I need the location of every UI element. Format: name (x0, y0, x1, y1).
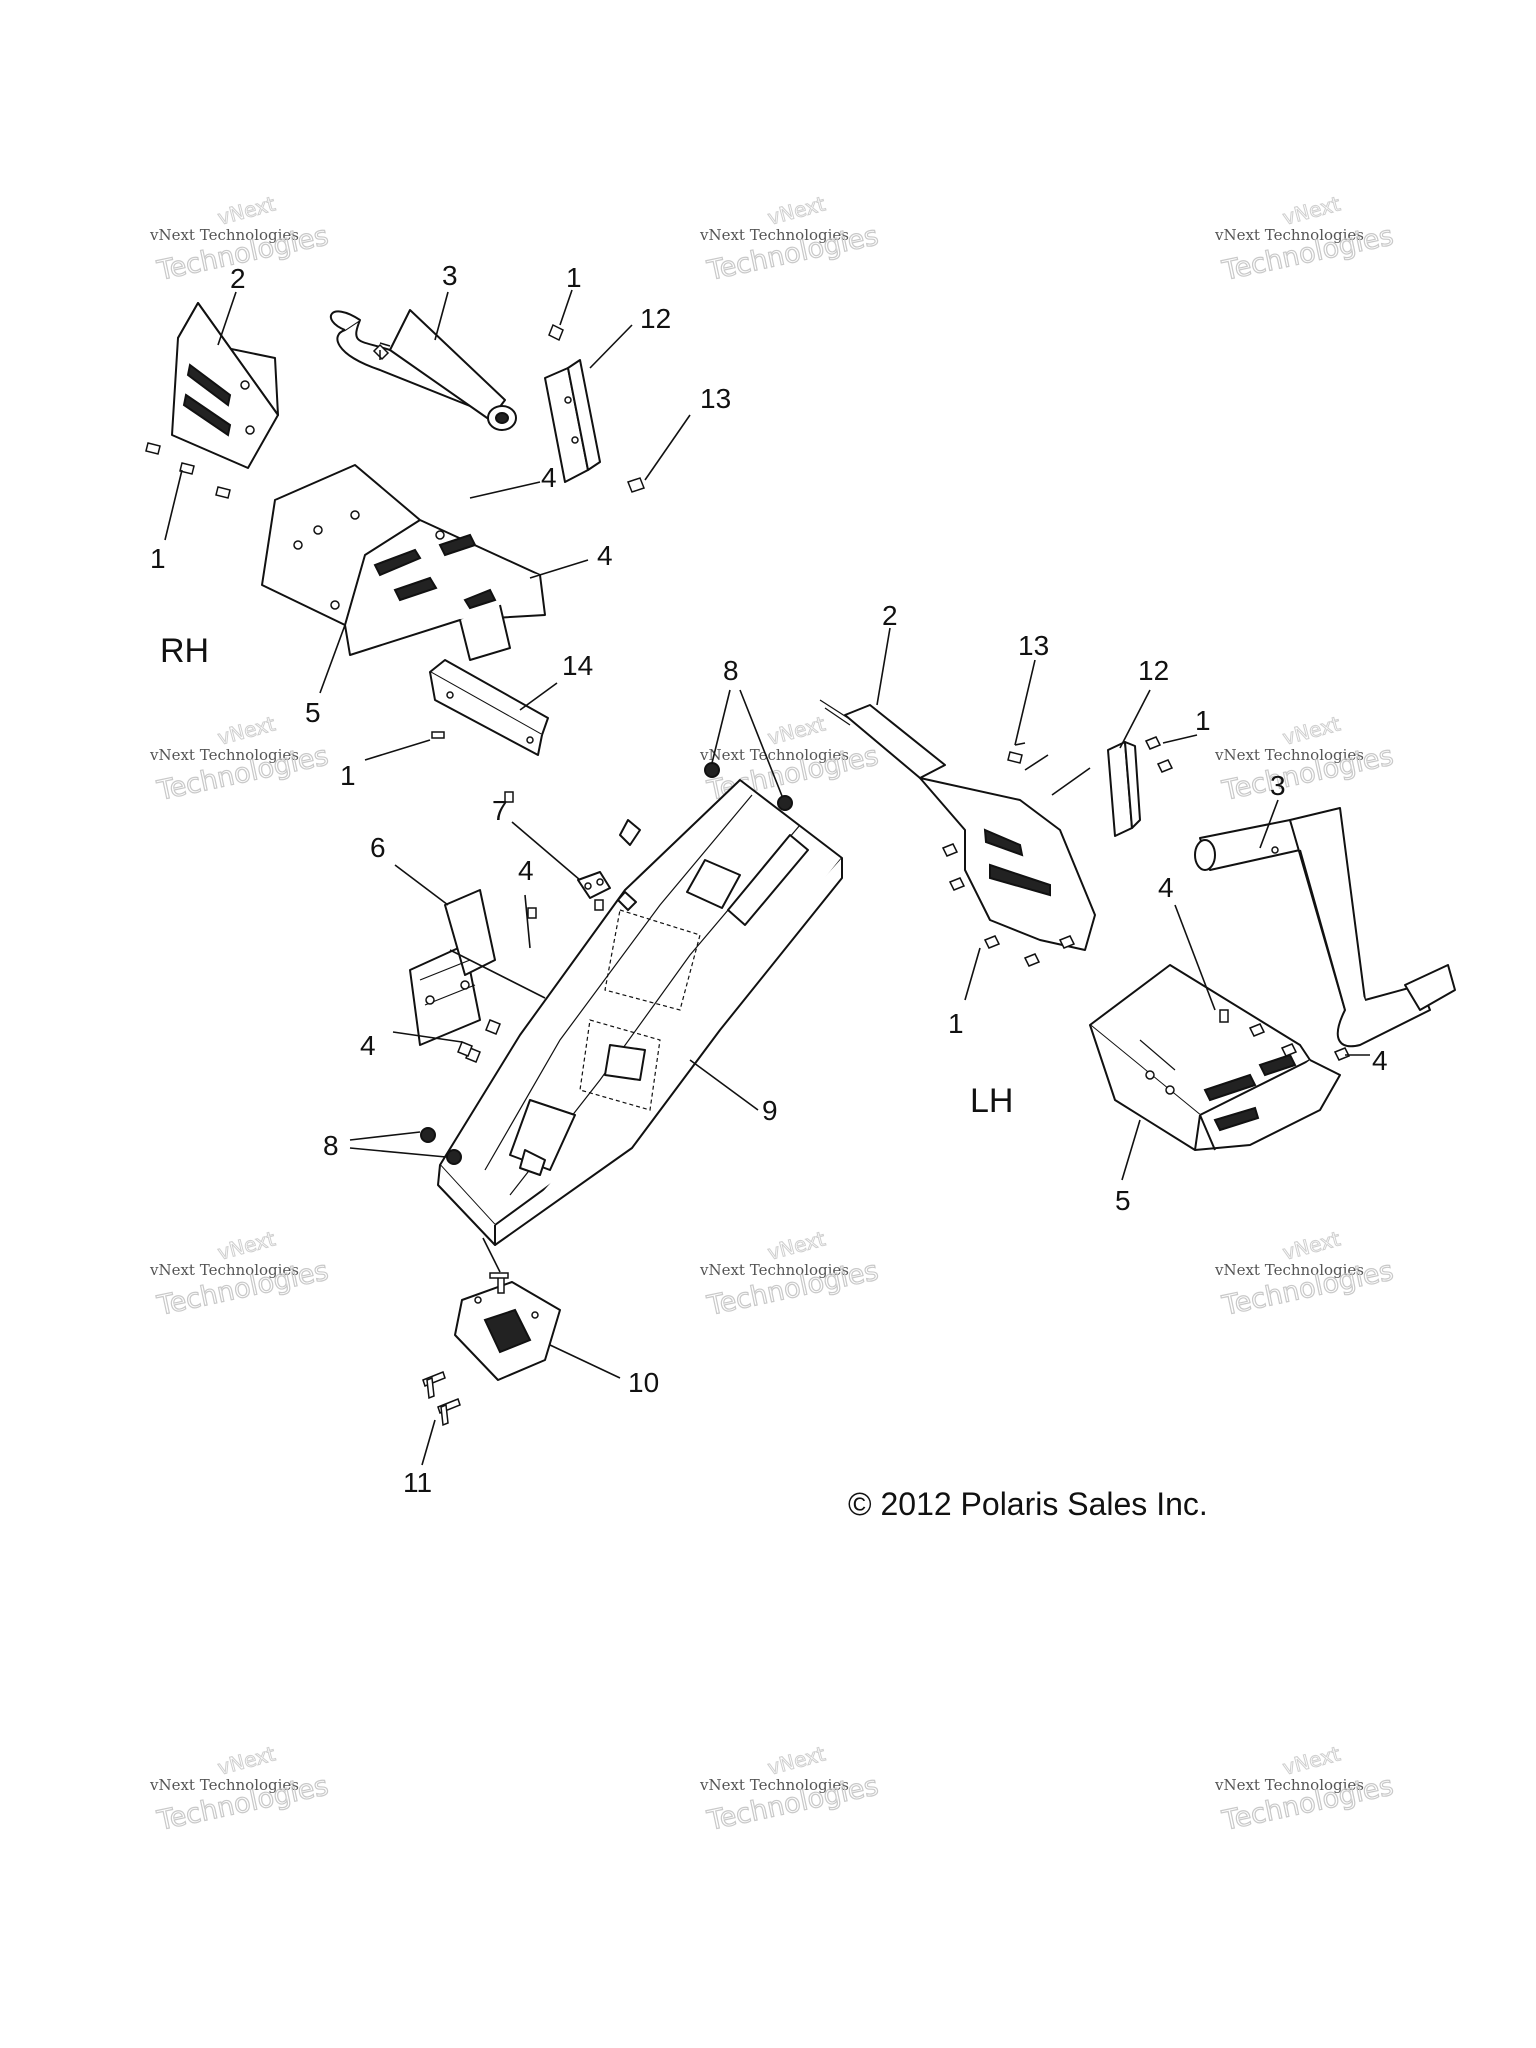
callout-11: 11 (403, 1467, 432, 1498)
callout-rh-1-bottom: 1 (340, 760, 356, 791)
svg-text:vNext: vNext (765, 191, 828, 229)
callout-lh-13: 13 (1018, 630, 1049, 661)
callout-rh-5: 5 (305, 697, 321, 728)
rivets-part-11 (422, 1371, 461, 1427)
svg-text:vNext: vNext (765, 1226, 828, 1264)
svg-text:vNext Technologies: vNext Technologies (149, 746, 299, 764)
callout-rh-14: 14 (562, 650, 593, 681)
callout-lh-12: 12 (1138, 655, 1169, 686)
svg-text:vNext Technologies: vNext Technologies (149, 226, 299, 244)
lh-bracket-part-2 (819, 699, 1096, 951)
watermark: vNext vNext Technologies Technologies (1214, 1226, 1397, 1323)
svg-text:vNext Technologies: vNext Technologies (1214, 226, 1364, 244)
callout-lh-4-right: 4 (1372, 1045, 1388, 1076)
watermark: vNext vNext Technologies Technologies (149, 711, 332, 808)
svg-text:vNext: vNext (765, 711, 828, 749)
svg-text:vNext Technologies: vNext Technologies (1214, 1776, 1364, 1794)
watermark: vNext vNext Technologies Technologies (149, 1741, 332, 1838)
callout-6: 6 (370, 832, 386, 863)
callout-rh-13: 13 (700, 383, 731, 414)
svg-text:vNext: vNext (1280, 1226, 1343, 1264)
watermark: vNext vNext Technologies Technologies (1214, 191, 1397, 288)
callout-lh-5: 5 (1115, 1185, 1131, 1216)
callout-lh-1-bottom: 1 (948, 1008, 964, 1039)
callout-7: 7 (492, 795, 508, 826)
watermark: vNext vNext Technologies Technologies (699, 191, 882, 288)
watermark: vNext vNext Technologies Technologies (1214, 711, 1397, 808)
svg-text:vNext: vNext (215, 191, 278, 229)
watermark: vNext vNext Technologies Technologies (699, 1226, 882, 1323)
watermark: vNext vNext Technologies Technologies (1214, 1741, 1397, 1838)
callout-lh-4-top: 4 (1158, 872, 1174, 903)
rh-tube-part-3 (329, 309, 517, 431)
lh-label: LH (970, 1082, 1013, 1120)
rh-label: RH (160, 632, 209, 670)
svg-text:vNext Technologies: vNext Technologies (149, 1776, 299, 1794)
callout-rh-2: 2 (230, 263, 246, 294)
svg-text:vNext: vNext (215, 711, 278, 749)
svg-text:vNext: vNext (215, 1741, 278, 1779)
callout-rh-4-mid: 4 (597, 540, 613, 571)
svg-text:vNext Technologies: vNext Technologies (699, 1261, 849, 1279)
callout-4-center-left: 4 (360, 1030, 376, 1061)
tunnel-part-9 (437, 779, 843, 1246)
leader-lines (164, 289, 1370, 1466)
rh-bracket-part-2 (171, 302, 279, 469)
svg-text:vNext Technologies: vNext Technologies (1214, 1261, 1364, 1279)
lh-tube-part-3 (1194, 807, 1456, 1048)
bracket-part-6 (409, 889, 496, 1063)
callout-lh-2: 2 (882, 600, 898, 631)
svg-text:vNext: vNext (1280, 191, 1343, 229)
nuts-part-8 (420, 762, 793, 1165)
svg-text:vNext Technologies: vNext Technologies (699, 1776, 849, 1794)
svg-text:vNext: vNext (1280, 1741, 1343, 1779)
callout-labels: 2 3 1 12 13 4 4 1 5 14 1 7 6 4 4 8 8 9 1… (150, 260, 1388, 1498)
svg-text:vNext: vNext (1280, 711, 1343, 749)
callout-rh-3: 3 (442, 260, 458, 291)
svg-text:vNext: vNext (765, 1741, 828, 1779)
center-assembly (409, 762, 843, 1427)
svg-text:vNext Technologies: vNext Technologies (1214, 746, 1364, 764)
watermark: vNext vNext Technologies Technologies (149, 1226, 332, 1323)
callout-9: 9 (762, 1095, 778, 1126)
svg-text:vNext Technologies: vNext Technologies (699, 226, 849, 244)
callout-rh-4-top: 4 (541, 462, 557, 493)
rh-plate-part-12 (544, 359, 601, 483)
callout-rh-1-left: 1 (150, 543, 166, 574)
rh-bracket-part-14 (429, 659, 549, 756)
callout-8-bottom: 8 (323, 1130, 339, 1161)
callout-10: 10 (628, 1367, 659, 1398)
lh-plate-part-12 (1107, 741, 1141, 837)
rh-assembly (145, 302, 645, 756)
svg-text:vNext Technologies: vNext Technologies (699, 746, 849, 764)
callout-8-top: 8 (723, 655, 739, 686)
svg-text:vNext: vNext (215, 1226, 278, 1264)
rh-top-fasteners (145, 323, 645, 499)
watermark: vNext vNext Technologies Technologies (699, 1741, 882, 1838)
copyright-text: © 2012 Polaris Sales Inc. (848, 1486, 1208, 1522)
callout-4-center-top: 4 (518, 855, 534, 886)
callout-lh-1-top: 1 (1195, 705, 1211, 736)
plate-part-10 (454, 1272, 561, 1381)
lh-assembly (819, 699, 1456, 1151)
callout-lh-3: 3 (1270, 770, 1286, 801)
clip-part-7 (504, 791, 611, 899)
callout-rh-12: 12 (640, 303, 671, 334)
callout-rh-1-top: 1 (566, 262, 582, 293)
svg-text:vNext Technologies: vNext Technologies (149, 1261, 299, 1279)
rh-skid-part-5 (261, 464, 546, 661)
lh-skid-part-5 (1089, 964, 1341, 1151)
